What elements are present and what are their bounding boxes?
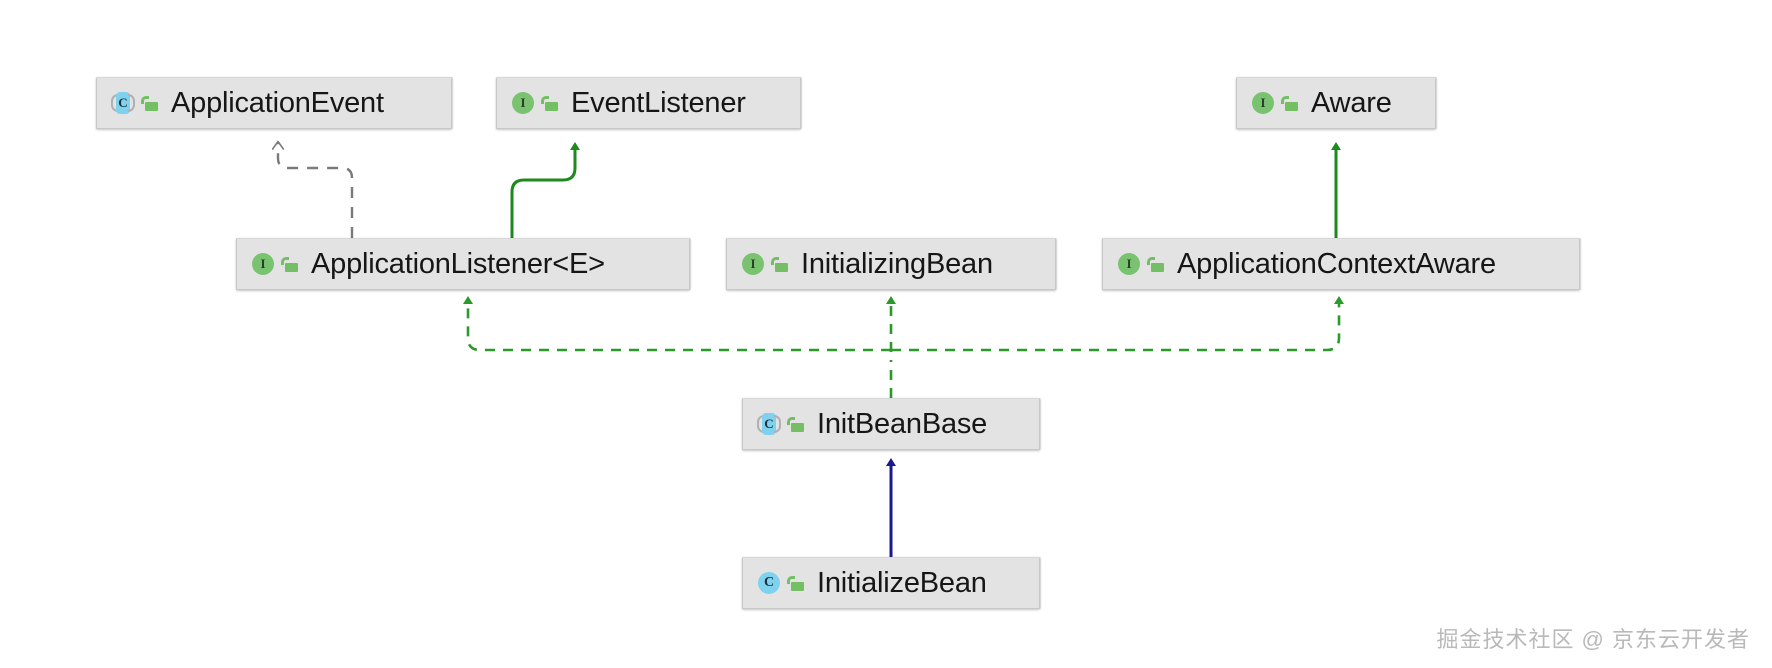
node-label: EventListener — [571, 86, 746, 119]
class-glyph: C — [763, 575, 775, 590]
node-label: Aware — [1311, 86, 1392, 119]
unlocked-padlock-icon — [786, 572, 806, 594]
unlocked-padlock-icon — [786, 413, 806, 435]
node-aware[interactable]: I Aware — [1236, 77, 1436, 129]
abstract-class-c-icon: C — [756, 411, 782, 437]
node-application-listener[interactable]: I ApplicationListener<E> — [236, 238, 690, 290]
unlocked-padlock-icon — [1280, 92, 1300, 114]
interface-i-icon: I — [740, 251, 766, 277]
node-event-listener[interactable]: I EventListener — [496, 77, 801, 129]
interface-glyph: I — [750, 256, 756, 271]
abstract-class-c-icon: C — [110, 90, 136, 116]
unlocked-padlock-icon — [1146, 253, 1166, 275]
interface-i-icon: I — [510, 90, 536, 116]
node-application-event[interactable]: C ApplicationEvent — [96, 77, 452, 129]
edge-init-bean-base-implements-bus — [463, 295, 1344, 398]
node-initializing-bean[interactable]: I InitializingBean — [726, 238, 1056, 290]
node-init-bean-base[interactable]: C InitBeanBase — [742, 398, 1040, 450]
node-label: ApplicationListener<E> — [311, 247, 605, 280]
node-application-context-aware[interactable]: I ApplicationContextAware — [1102, 238, 1580, 290]
interface-i-icon: I — [1250, 90, 1276, 116]
interface-glyph: I — [1260, 95, 1266, 110]
unlocked-padlock-icon — [540, 92, 560, 114]
node-label: InitBeanBase — [817, 407, 988, 440]
edge-application-listener-to-event-listener — [510, 141, 580, 238]
interface-glyph: I — [520, 95, 526, 110]
interface-glyph: I — [260, 256, 266, 271]
abstract-class-glyph: C — [764, 416, 774, 431]
node-label: ApplicationContextAware — [1177, 247, 1496, 280]
edge-application-listener-to-application-event — [278, 142, 354, 238]
interface-i-icon: I — [250, 251, 276, 277]
unlocked-padlock-icon — [280, 253, 300, 275]
abstract-class-glyph: C — [118, 95, 128, 110]
node-initialize-bean[interactable]: C InitializeBean — [742, 557, 1040, 609]
interface-i-icon: I — [1116, 251, 1142, 277]
node-label: ApplicationEvent — [171, 86, 384, 119]
node-label: InitializeBean — [817, 566, 987, 599]
unlocked-padlock-icon — [770, 253, 790, 275]
watermark: 掘金技术社区 @ 京东云开发者 — [1436, 627, 1750, 652]
class-c-icon: C — [756, 570, 782, 596]
node-label: InitializingBean — [801, 247, 993, 280]
interface-glyph: I — [1126, 256, 1132, 271]
unlocked-padlock-icon — [140, 92, 160, 114]
